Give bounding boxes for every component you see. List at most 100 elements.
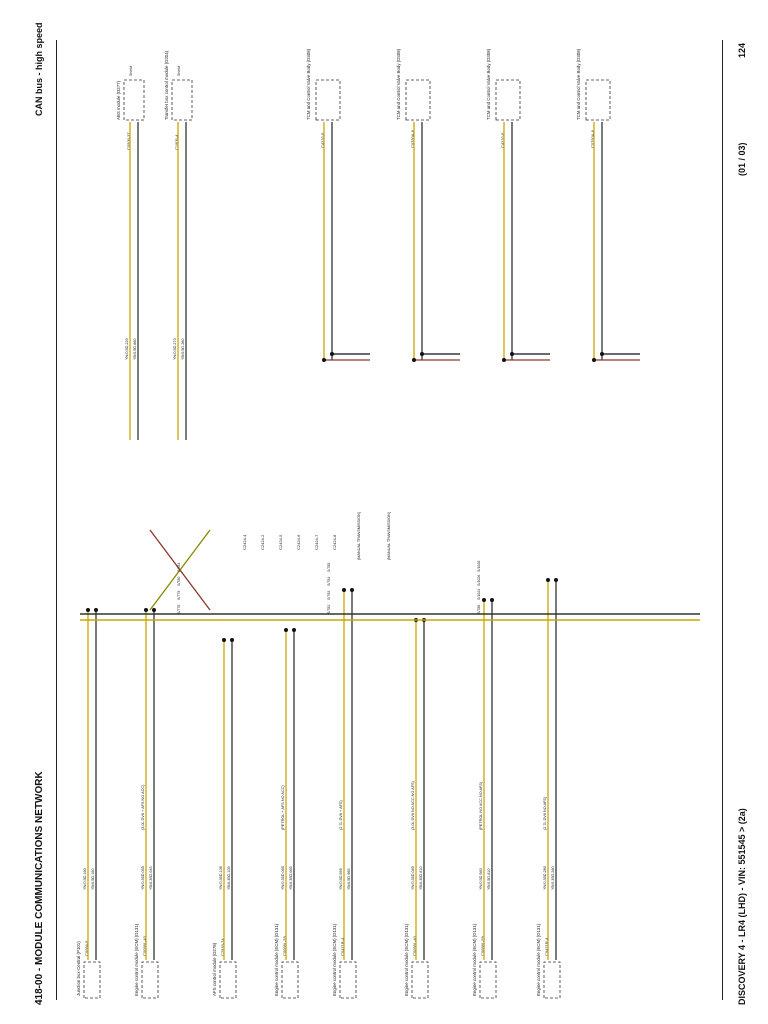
wire-code-label: YB/0.5D.965 xyxy=(347,868,351,890)
variant-note: (PETROL NO ACC NO AFS) xyxy=(479,781,483,830)
module-label: AFS control module (D278) xyxy=(212,942,217,996)
splice-label: S/778 xyxy=(177,605,181,614)
wire-code-label: YB/0.35D.045 xyxy=(149,866,153,890)
splice-label: S/786 xyxy=(477,605,481,614)
wire-code-label: YN/0.5D.599 xyxy=(339,868,343,890)
connector-label: C0750A-6 xyxy=(410,129,415,148)
splice-point xyxy=(412,358,416,362)
variant-note: (2.7L DV6 NO AFS) xyxy=(543,796,547,830)
wire-code-label: YN/0.5D.220 xyxy=(125,338,129,360)
frame-left-rule xyxy=(56,40,57,1000)
section-tab: CAN bus - high speed xyxy=(34,22,44,116)
module-label: Engine control module (ECM) (D131) xyxy=(134,923,139,996)
connector-label: C1905-4 xyxy=(174,134,179,150)
variant-note: (3.0L DV6 + AFS NO ACC) xyxy=(141,784,145,830)
wire-code-label: YN/0.35D.280 xyxy=(543,866,547,890)
can-bus-wiring-diagram: Junction box-Central (P101)C0084-9 YN/0.5… xyxy=(76,48,700,999)
splice-point xyxy=(230,638,234,642)
module-box xyxy=(83,961,101,999)
wire-code-label: YN/0.35D.060 xyxy=(411,866,415,890)
variant-note: (PETROL + AFS NO ACC) xyxy=(281,785,285,830)
connector-pin-label: C2424-5 xyxy=(278,534,283,550)
module-box xyxy=(219,961,237,999)
wiring-diagram-body: Junction box-Central (P101)C0084-9 YN/0.5… xyxy=(76,48,700,999)
variant-note: (3.0L DV6 NO ACC NO AFS) xyxy=(411,780,415,830)
splice-point xyxy=(592,358,596,362)
vehicle-model-footer: DISCOVERY 4 - LR4 (LHD) - VIN: 551545 > … xyxy=(737,808,747,1005)
splice-label: S/1026 xyxy=(477,575,481,586)
splice-point xyxy=(600,352,604,356)
splice-label: S/779 xyxy=(177,591,181,600)
wire-code-label: YN/0.5D.560 xyxy=(479,868,483,890)
wire-code-label: YN/0.35D.055 xyxy=(141,866,145,890)
splice-point xyxy=(322,358,326,362)
module-box xyxy=(123,79,145,121)
sheet-indicator: (01 / 03) xyxy=(737,142,747,176)
splice-point xyxy=(94,608,98,612)
splice-point xyxy=(554,578,558,582)
splice-label: S/780 xyxy=(177,577,181,586)
module-box xyxy=(339,961,357,999)
module-box xyxy=(479,961,497,999)
module-label: Engine control module (ECM) (D131) xyxy=(404,923,409,996)
module-label: Engine control module (ECM) (D131) xyxy=(536,923,541,996)
splice-point xyxy=(144,608,148,612)
wire-code-label: YB/0.35D.105 xyxy=(227,866,231,890)
wire-code-label: YB/0.5D.160 xyxy=(91,868,95,890)
splice-point xyxy=(350,588,354,592)
splice-label: S/1024 xyxy=(477,589,481,600)
wire-code-label: YN/0.35D.065 xyxy=(281,866,285,890)
splice-point xyxy=(420,352,424,356)
wire-code-label: YB/0.5D.610 xyxy=(487,868,491,890)
page-title: 418-00 - MODULE COMMUNICATIONS NETWORK xyxy=(34,771,45,1005)
module-label: TCM and Control Valve Body (D308) xyxy=(486,48,491,120)
splice-point xyxy=(86,608,90,612)
module-box xyxy=(171,79,193,121)
module-box xyxy=(281,961,299,999)
splice-label: S/784 xyxy=(327,577,331,586)
module-label: ABS module (D277) xyxy=(116,80,121,120)
connector-label: C4232-6 xyxy=(320,132,325,148)
connector-label: C0058L-59 xyxy=(480,935,485,956)
connector-pin-label: C2424-6 xyxy=(296,534,301,550)
splice-point xyxy=(546,578,550,582)
connector-pin-label: C2424-8 xyxy=(332,534,337,550)
shield-label: Shield xyxy=(129,66,133,76)
wire-code-label: YB/0.35D.280 xyxy=(551,866,555,890)
splice-point xyxy=(482,598,486,602)
splice-label: S/781 xyxy=(177,563,181,572)
splice-label: S/785 xyxy=(327,563,331,572)
page-number: 124 xyxy=(737,42,747,58)
module-box xyxy=(315,79,341,121)
module-label: Engine control module (ECM) (D131) xyxy=(274,923,279,996)
wire-code-label: YB/0.35D.610 xyxy=(419,866,423,890)
splice-point xyxy=(222,638,226,642)
module-label: Transfer box control module (D204) xyxy=(164,50,169,120)
wire-code-label: YN/0.35D.105 xyxy=(219,866,223,890)
module-box xyxy=(495,79,521,121)
splice-label: S/782 xyxy=(327,605,331,614)
module-label: Engine control module (ECM) (D131) xyxy=(472,923,477,996)
connector-label: C0750A-6 xyxy=(590,129,595,148)
splice-point xyxy=(502,358,506,362)
connector-label: C0471R-4 xyxy=(340,937,345,956)
splice-point xyxy=(510,352,514,356)
module-label: Engine control module (ECM) (D131) xyxy=(332,923,337,996)
connector-label: C0084-9 xyxy=(84,940,89,956)
shield-label: Shield xyxy=(177,66,181,76)
wire-code-label: YN/0.5D.160 xyxy=(83,868,87,890)
module-box xyxy=(543,961,561,999)
connector-label: C0058L-40 xyxy=(142,935,147,956)
connector-label: C0058L-59 xyxy=(282,935,287,956)
connector-pin-label: C2424-4 xyxy=(242,534,247,550)
crossover-wire xyxy=(149,529,211,611)
module-label: Junction box-Central (P101) xyxy=(76,941,81,996)
wire-code-label: YB/0.35D.065 xyxy=(289,866,293,890)
module-label: TCM and Control Valve Body (D308) xyxy=(306,48,311,120)
module-box xyxy=(405,79,431,121)
splice-point xyxy=(292,628,296,632)
module-box xyxy=(141,961,159,999)
transmission-note: (MANUAL TRANSMISSION) xyxy=(387,511,391,560)
splice-point xyxy=(330,352,334,356)
